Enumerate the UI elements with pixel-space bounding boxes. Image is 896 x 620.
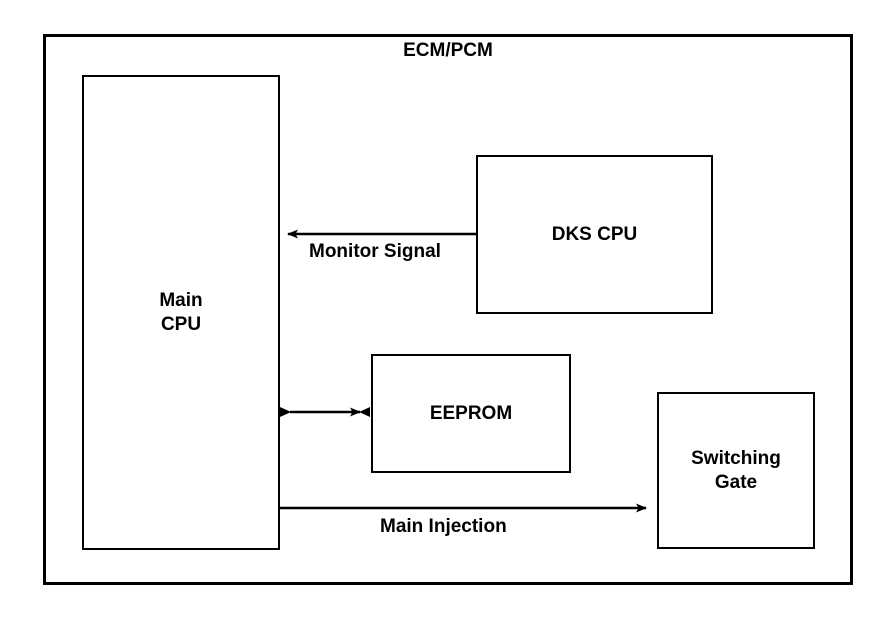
node-eeprom[interactable]: EEPROM	[371, 354, 571, 473]
node-main-cpu[interactable]: Main CPU	[82, 75, 280, 550]
page-title: ECM/PCM	[403, 40, 493, 61]
edge-label-main-injection: Main Injection	[380, 516, 507, 537]
edge-label-monitor-signal: Monitor Signal	[309, 241, 441, 262]
node-switching-gate[interactable]: Switching Gate	[657, 392, 815, 549]
node-dks-cpu[interactable]: DKS CPU	[476, 155, 713, 314]
